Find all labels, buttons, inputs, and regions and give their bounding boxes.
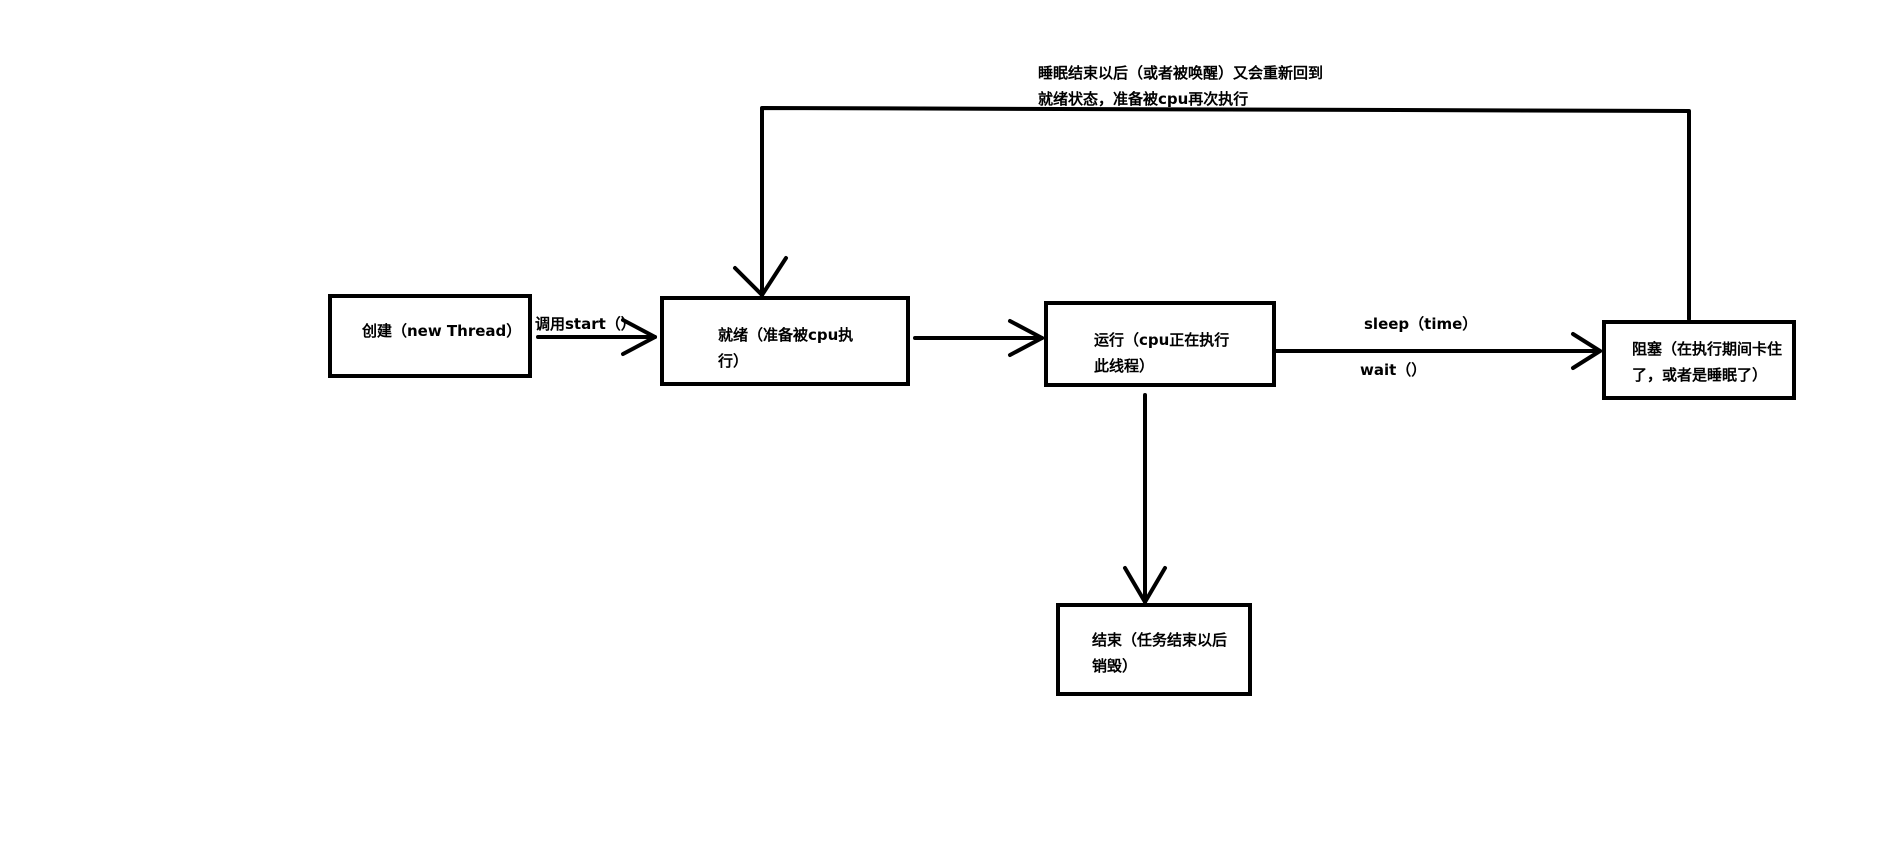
state-terminated-label-line2: 销毁）	[1092, 657, 1138, 675]
state-running-box: 运行（cpu正在执行 此线程）	[1044, 301, 1276, 387]
state-terminated-label-line1: 结束（任务结束以后	[1092, 631, 1228, 649]
state-blocked-box: 阻塞（在执行期间卡住 了，或者是睡眠了）	[1602, 320, 1796, 400]
arrow-blocked-to-ready-loop	[760, 106, 1691, 321]
transition-label-wait: wait（）	[1360, 361, 1427, 379]
state-ready-box: 就绪（准备被cpu执 行）	[660, 296, 910, 386]
state-ready-label-line2: 行）	[718, 352, 749, 370]
transition-label-sleep: sleep（time）	[1364, 315, 1478, 333]
arrowhead-create-to-ready	[621, 318, 657, 356]
state-running-label-line2: 此线程）	[1094, 357, 1155, 375]
transition-label-wakeup-line1: 睡眠结束以后（或者被唤醒）又会重新回到	[1038, 64, 1324, 82]
arrowhead-ready-to-running	[1008, 319, 1044, 357]
arrowhead-running-to-blocked	[1571, 332, 1602, 370]
transition-label-wakeup-line2: 就绪状态，准备被cpu再次执行	[1038, 90, 1249, 108]
state-ready-label-line1: 就绪（准备被cpu执	[718, 326, 854, 344]
state-blocked-label-line1: 阻塞（在执行期间卡住	[1632, 340, 1783, 358]
state-create-box: 创建（new Thread）	[328, 294, 532, 378]
arrowhead-blocked-to-ready	[733, 256, 788, 297]
state-terminated-box: 结束（任务结束以后 销毁）	[1056, 603, 1252, 696]
arrowhead-running-to-terminated	[1123, 566, 1167, 604]
state-blocked-label-line2: 了，或者是睡眠了）	[1632, 366, 1768, 384]
transition-label-start: 调用start（）	[535, 315, 636, 333]
state-create-label: 创建（new Thread）	[362, 322, 522, 340]
state-running-label-line1: 运行（cpu正在执行	[1094, 331, 1230, 349]
